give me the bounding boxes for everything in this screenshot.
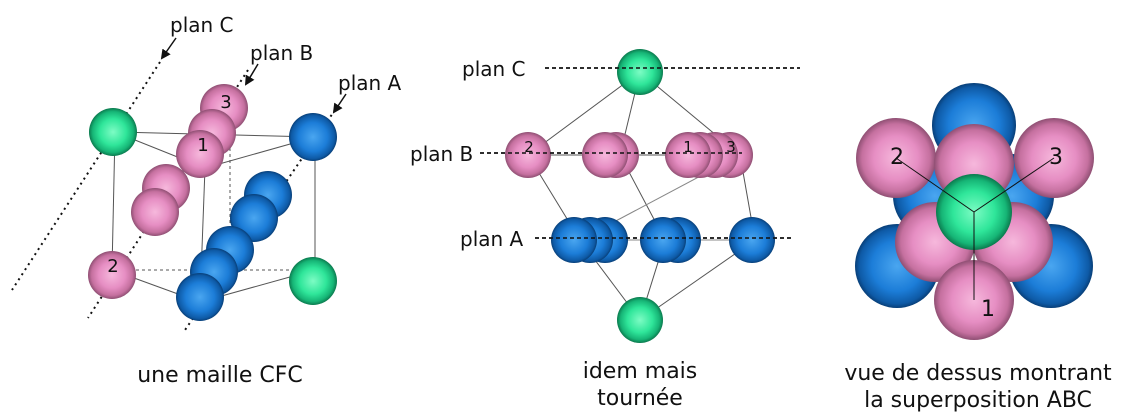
plane-a-label: plan A: [338, 71, 402, 95]
panel-top-view: 2 3 1 vue de dessus montrant la superpos…: [844, 83, 1112, 413]
pink-atom: [505, 132, 551, 178]
atom-number-3: 3: [220, 92, 231, 113]
blue-atom: [176, 273, 224, 321]
atom-number-1: 1: [197, 135, 208, 156]
atoms-plane-b: [88, 84, 248, 299]
plane-b-arrow: [244, 63, 259, 86]
atoms-plane-c: [89, 108, 337, 305]
green-atom: [617, 49, 663, 95]
pink-atom: [665, 132, 711, 178]
atom-number-2: 2: [890, 145, 904, 170]
green-atom: [617, 297, 663, 343]
pink-atom: [582, 132, 628, 178]
panel-fcc-cell: 3 1 2 plan C plan B plan A une maille CF…: [11, 13, 402, 388]
panel2-caption-line1: idem mais: [583, 359, 698, 384]
atom-number-3: 3: [1049, 145, 1063, 170]
blue-atom: [289, 113, 337, 161]
atoms-plane-a: [176, 113, 337, 321]
panel3-caption-line2: la superposition ABC: [864, 388, 1092, 413]
panel1-caption: une maille CFC: [137, 363, 303, 388]
plane-c-label: plan C: [170, 13, 234, 37]
plane-a-label: plan A: [460, 227, 524, 251]
plane-a-arrow: [332, 93, 347, 114]
green-atom: [289, 257, 337, 305]
plane-b-label: plan B: [410, 142, 473, 166]
panel3-caption-line1: vue de dessus montrant: [844, 361, 1112, 386]
panel2-caption-line2: tournée: [597, 386, 683, 411]
plane-c-label: plan C: [462, 57, 526, 81]
panel-rotated-cell: 2 1 3 plan C plan B plan A idem mais tou…: [410, 49, 800, 411]
plane-b-label: plan B: [250, 41, 313, 65]
atom-number-1: 1: [683, 138, 693, 156]
atom-number-2: 2: [524, 138, 534, 156]
atom-number-2: 2: [107, 256, 118, 277]
blue-atom: [640, 217, 686, 263]
atom-number-1: 1: [981, 297, 995, 322]
green-atom: [89, 108, 137, 156]
plane-c-line: [11, 61, 161, 291]
atom-number-3: 3: [726, 138, 736, 156]
top-view-guide-lines: [895, 157, 1055, 300]
pink-atom: [131, 188, 179, 236]
rotated-cell-edges: [527, 71, 756, 321]
blue-atom: [729, 217, 775, 263]
plane-c-arrow: [160, 37, 177, 60]
pink-atom: [176, 130, 224, 178]
pink-atom: [88, 251, 136, 299]
blue-atom: [551, 217, 597, 263]
